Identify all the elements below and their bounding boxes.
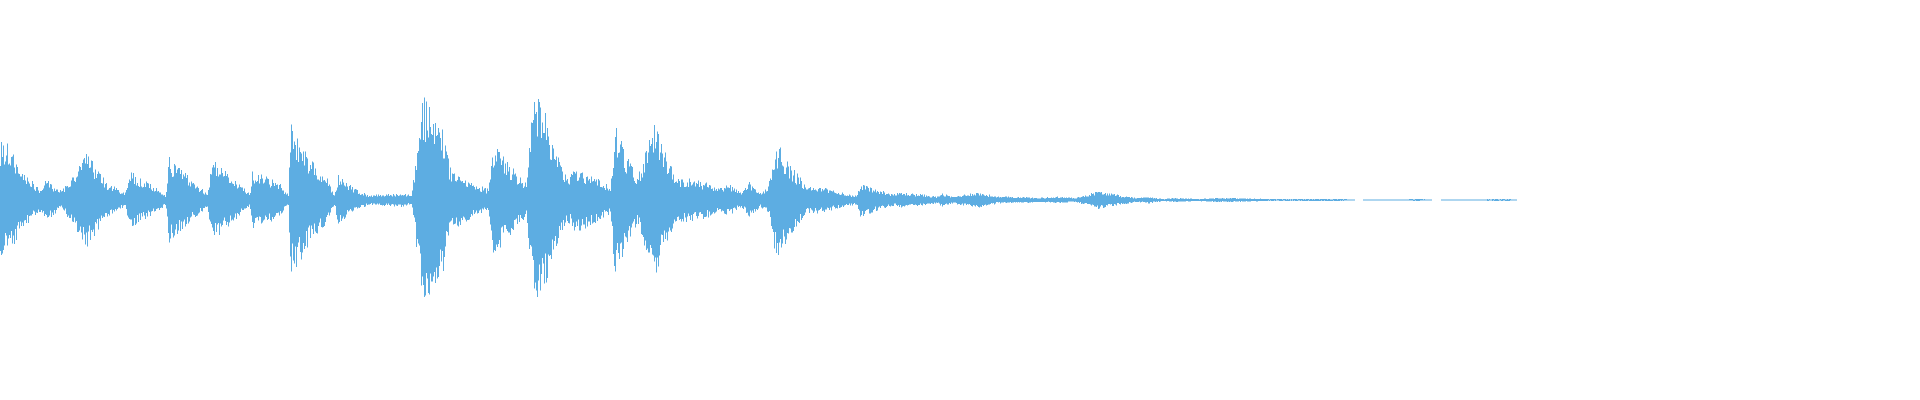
waveform-bars [0, 97, 1517, 298]
waveform-peaks [0, 97, 1517, 298]
